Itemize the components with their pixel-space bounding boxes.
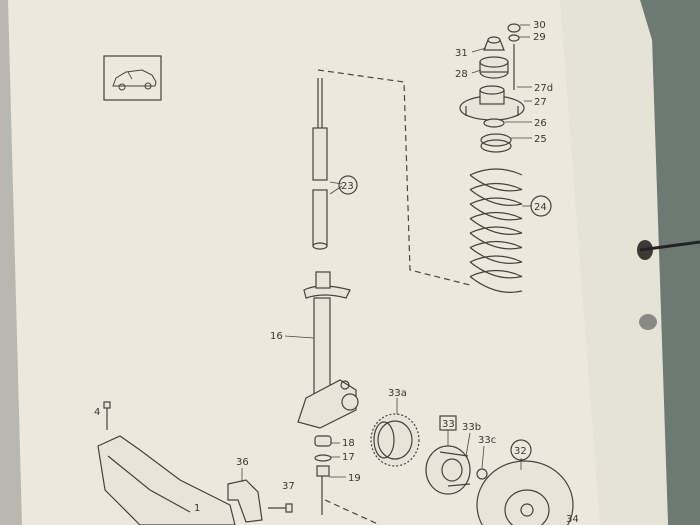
callout-36: 36: [236, 457, 249, 468]
hub-nut: [476, 468, 488, 480]
callout-circle-32: [510, 439, 532, 461]
callout-33c: 33c: [478, 435, 496, 446]
callout-34: 34: [566, 514, 579, 525]
callout-27: 27: [534, 97, 547, 108]
spring-coil-back: [469, 255, 523, 263]
bolt-37: [268, 503, 293, 513]
strut-housing: [297, 271, 359, 429]
callout-4: 4: [94, 407, 100, 418]
assembly-dashed-line-bottom: [324, 499, 381, 525]
callout-32: 32: [514, 446, 527, 457]
damper-cartridge: [312, 78, 328, 250]
control-arm: [97, 435, 236, 525]
bolt-4: [103, 401, 111, 430]
callout-18: 18: [342, 438, 355, 449]
paper-shadow: [560, 0, 668, 525]
callout-19: 19: [348, 473, 361, 484]
spring-coil-front: [469, 189, 523, 206]
spring-coil-back: [469, 168, 523, 176]
callout-circle-24: [530, 195, 552, 217]
assembly-dashed-line-top: [317, 69, 471, 286]
callout-31: 31: [455, 48, 468, 59]
spring-coil-front: [469, 261, 523, 279]
wheel-hub: [425, 445, 471, 495]
leader-lines: [241, 24, 532, 482]
binder-hole-middle: [639, 314, 657, 330]
callout-16: 16: [270, 331, 283, 342]
binder-ring: [639, 240, 700, 252]
spring-coil-front: [469, 203, 523, 221]
spring-coil-front: [469, 232, 523, 250]
callout-27d: 27d: [534, 83, 553, 94]
brake-disc: [476, 460, 574, 525]
car-sedan-icon: [103, 55, 162, 101]
spring-coil-back: [469, 240, 523, 249]
callout-37: 37: [282, 481, 295, 492]
spring-coil-front: [469, 174, 523, 192]
callout-33b: 33b: [462, 422, 481, 433]
callout-33: 33: [442, 419, 455, 430]
callout-33a: 33a: [388, 388, 407, 399]
spring-coil-front: [469, 247, 523, 264]
callout-28: 28: [455, 69, 468, 80]
callout-26: 26: [534, 118, 547, 129]
callout-25: 25: [534, 134, 547, 145]
callout-24: 24: [534, 202, 547, 213]
strut-bushings: [314, 435, 332, 515]
paper-sheet: [8, 0, 668, 525]
spring-coil-back: [469, 197, 523, 205]
callout-29: 29: [533, 32, 546, 43]
callout-1: 1: [194, 503, 200, 514]
callout-17: 17: [342, 452, 355, 463]
spring-coil-front: [469, 218, 523, 235]
spring-coil-back: [469, 226, 523, 234]
spring-coil-front: [469, 276, 523, 293]
callout-23: 23: [341, 181, 354, 192]
top-mount-stack: [459, 23, 525, 153]
spring-coil-back: [469, 211, 523, 220]
coil-spring: [469, 168, 523, 293]
spring-coil-back: [469, 269, 523, 278]
spring-coil-back: [469, 182, 523, 191]
abs-sensor-ring: [370, 413, 420, 467]
bracket-36: [227, 479, 263, 523]
callout-circle-23: [338, 175, 358, 195]
callout-30: 30: [533, 20, 546, 31]
callout-box-33: [439, 415, 457, 431]
